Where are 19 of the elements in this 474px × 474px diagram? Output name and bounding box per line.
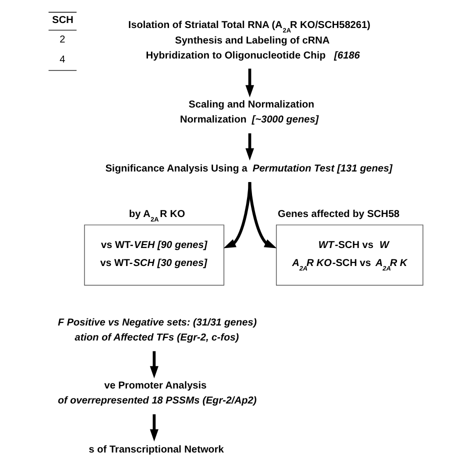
label: SCH: [52, 14, 74, 26]
node-box: vs WT-VEH [90 genes] vs WT-SCH [30 genes]: [84, 224, 224, 286]
arrow: [224, 182, 252, 248]
arrow: [245, 68, 254, 97]
node-text: ve Promoter Analysis of overrepresented 18 PSSMs (Egr-2/Ap2): [58, 380, 257, 406]
node-label: by A$_{2A}$R KO: [129, 208, 186, 223]
node-text: Scaling and Normalization Normalization [~3000 genes]: [180, 99, 319, 126]
arrow: [248, 182, 277, 248]
node-box: WT-SCH vs W A$_{2A}$R KO-SCH vs A$_{2A}$R K: [276, 224, 424, 286]
node-text: F Positive vs Negative sets: (31/31 genes) ation of Affected TFs (Egr-2, c-fos): [58, 316, 257, 343]
label: 2: [60, 34, 66, 46]
node-label: Genes affected by SCH58: [278, 208, 400, 220]
label: 4: [60, 54, 66, 66]
arrow: [245, 132, 254, 160]
node-text: s of Transcriptional Network: [88, 444, 224, 455]
arrow: [150, 350, 158, 378]
node-text: Significance Analysis Using a Permutation Test [131 genes]: [105, 163, 392, 174]
arrow: [150, 414, 158, 441]
node-text: Isolation of Striatal Total RNA (A$_{2A}$R KO/SCH58261) Synthesis and Labeling of cRNA Hybridization to Oligonucleotide Chip [6186: [128, 20, 370, 61]
